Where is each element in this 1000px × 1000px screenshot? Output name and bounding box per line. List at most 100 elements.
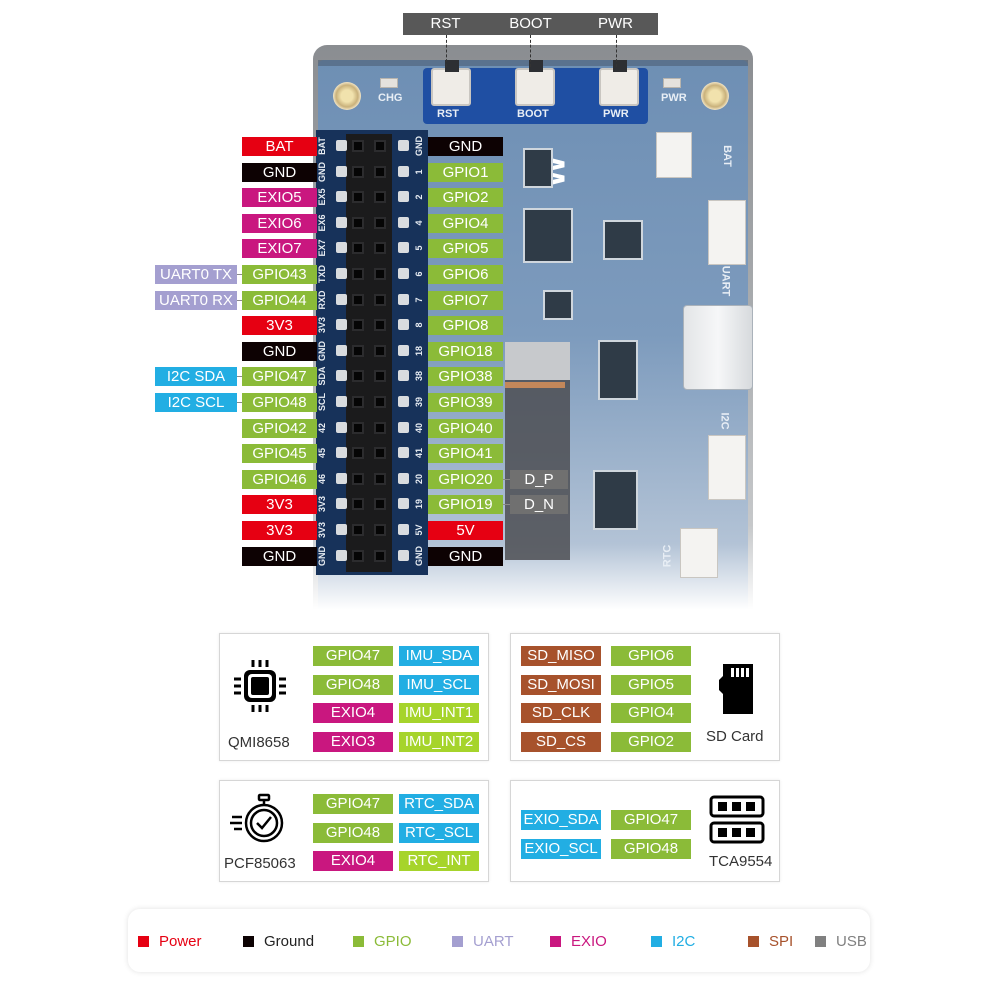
pin-pad: [398, 268, 409, 279]
left-pin-alt-label: UART0 RX: [155, 290, 237, 310]
left-pin-alt-label: UART0 TX: [155, 265, 237, 284]
legend-swatch: [748, 935, 759, 947]
imu-pin-cell: IMU_SCL: [399, 674, 479, 695]
pin-pad: [398, 242, 409, 254]
chip: [603, 220, 643, 260]
pin-pad: [398, 396, 409, 407]
label-pwr: PWR: [573, 13, 658, 35]
header-silk-left: SCL: [317, 393, 327, 411]
i2c-connector: [708, 435, 746, 500]
chip: [543, 290, 573, 320]
imu-name: QMI8658: [228, 734, 290, 751]
sd-pin-cell: GPIO4: [611, 703, 691, 723]
legend-swatch: [452, 935, 463, 947]
right-pin-label: GPIO38: [428, 367, 503, 387]
right-pin-label: GPIO18: [428, 341, 503, 361]
pin-pad: [336, 319, 347, 331]
header-silk-left: BAT: [317, 137, 327, 155]
leader-line: [237, 402, 242, 403]
legend-item-power: Power: [138, 932, 202, 950]
socket-hole: [352, 293, 364, 306]
right-pin-label: GPIO2: [428, 188, 503, 208]
socket-hole: [374, 344, 386, 357]
socket-hole: [352, 216, 364, 229]
exio-name: TCA9554: [709, 853, 773, 870]
silk-pwr: PWR: [661, 92, 687, 104]
pin-pad: [336, 216, 347, 228]
usb-c-port[interactable]: [683, 305, 753, 390]
header-silk-right: GND: [414, 136, 424, 156]
boot-switch[interactable]: [515, 60, 555, 106]
legend-label: SPI: [769, 932, 794, 950]
left-pin-label: EXIO5: [242, 188, 317, 208]
header-silk-left: 42: [317, 422, 327, 433]
silk-pwr-btn: PWR: [603, 108, 629, 120]
header-silk-left: GND: [317, 340, 327, 361]
legend-swatch: [353, 935, 364, 947]
pwr-switch[interactable]: [599, 60, 639, 106]
pin-pad: [336, 344, 347, 356]
right-pin-alt-label: D_P: [510, 469, 568, 489]
legend-swatch: [138, 935, 149, 947]
socket-hole: [374, 498, 386, 511]
exio-pin-cell: EXIO_SCL: [521, 838, 601, 859]
label-rst: RST: [403, 13, 488, 35]
chip: [523, 148, 553, 188]
left-pin-alt-label: I2C SDA: [155, 367, 237, 387]
sd-name: SD Card: [706, 728, 764, 745]
pin-pad: [398, 191, 409, 203]
legend-item-exio: EXIO: [550, 932, 607, 950]
header-silk-right: 20: [414, 473, 424, 484]
pin-pad: [336, 165, 347, 177]
rst-switch[interactable]: [431, 60, 471, 106]
exio-pin-cell: GPIO47: [611, 810, 691, 830]
right-pin-label: GND: [428, 137, 503, 156]
header-silk-right: 38: [414, 371, 424, 382]
pin-pad: [336, 549, 347, 561]
imu-pin-cell: IMU_INT2: [399, 731, 479, 752]
left-pin-label: GPIO46: [242, 469, 317, 489]
socket-hole: [352, 524, 364, 536]
socket-hole: [352, 421, 364, 434]
chip: [598, 340, 638, 400]
socket-hole: [352, 472, 364, 485]
sd-pin-cell: GPIO2: [611, 731, 691, 752]
imu-pin-cell: IMU_SDA: [399, 646, 479, 666]
header-silk-left: 3V3: [317, 522, 327, 539]
header-silk-left: EX6: [317, 214, 327, 232]
right-pin-label: GPIO8: [428, 316, 503, 336]
legend-label: GPIO: [374, 932, 412, 950]
header-silk-right: 2: [414, 194, 424, 200]
left-pin-label: GND: [242, 341, 317, 361]
silk-rst: RST: [437, 108, 459, 120]
pin-pad: [398, 293, 409, 305]
left-pin-label: EXIO7: [242, 239, 317, 259]
leader-line: [237, 299, 242, 301]
rtc-pin-cell: GPIO47: [313, 794, 393, 814]
pin-pad: [398, 216, 409, 228]
socket-hole: [374, 268, 386, 280]
left-pin-label: 3V3: [242, 316, 317, 336]
silk-i2c: I2C: [718, 412, 731, 430]
exio-pin-cell: EXIO_SDA: [521, 810, 601, 830]
pin-pad: [398, 319, 409, 331]
legend-swatch: [243, 935, 254, 947]
mount-hole-right: [701, 82, 729, 110]
socket-hole: [352, 344, 364, 357]
socket-hole: [352, 191, 364, 204]
pin-pad: [398, 498, 409, 510]
uart-connector: [708, 200, 746, 265]
sd-pin-cell: SD_MISO: [521, 646, 601, 666]
header-silk-left: GND: [317, 161, 327, 182]
right-pin-label: GPIO5: [428, 239, 503, 259]
pin-pad: [398, 165, 409, 177]
right-pin-alt-label: D_N: [510, 495, 568, 515]
pin-pad: [398, 447, 409, 459]
socket-hole: [352, 370, 364, 383]
left-pin-alt-label: I2C SCL: [155, 393, 237, 412]
socket-hole: [374, 319, 386, 332]
pin-pad: [398, 370, 409, 382]
